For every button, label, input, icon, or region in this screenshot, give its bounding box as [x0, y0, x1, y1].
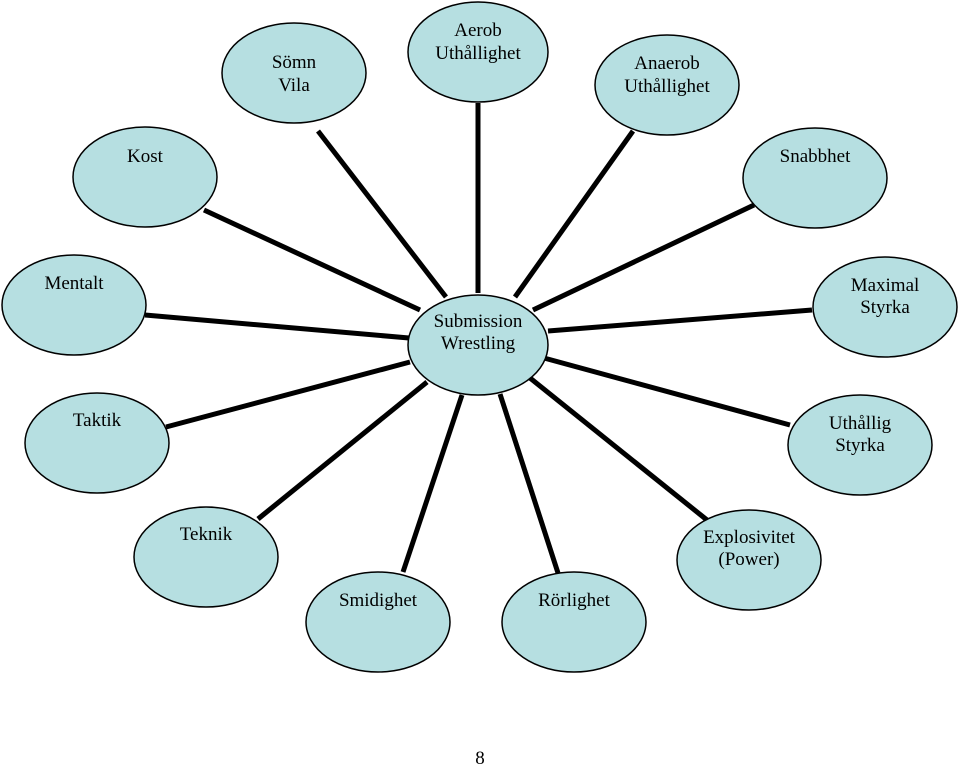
- node-explosivitet-power-shape: [676, 509, 822, 611]
- node-maximal-styrka-label: Maximal: [851, 275, 920, 296]
- node-aerob-uthallighet-label: Uthållighet: [435, 43, 521, 64]
- node-teknik: Teknik: [133, 506, 279, 608]
- node-teknik-label: Teknik: [180, 524, 233, 545]
- center-node-submission-wrestling-shape: [407, 294, 549, 396]
- node-aerob-uthallighet-label: Aerob: [454, 20, 501, 41]
- node-mentalt-label: Mentalt: [44, 273, 104, 294]
- node-uthallig-styrka-label: Uthållig: [829, 413, 892, 434]
- node-somn-vila-label: Sömn: [272, 52, 317, 73]
- connector-taktik: [165, 359, 411, 430]
- node-snabbhet: Snabbhet: [742, 127, 888, 229]
- node-rorlighet: Rörlighet: [501, 571, 647, 673]
- center-node-submission-wrestling-label: Submission: [434, 311, 523, 332]
- node-anaerob-uthallighet-label: Uthållighet: [624, 76, 710, 97]
- connector-teknik: [256, 380, 429, 521]
- node-taktik-shape: [24, 392, 170, 494]
- connector-rorlighet: [497, 393, 561, 574]
- connector-kost: [202, 207, 422, 313]
- node-explosivitet-power-label: Explosivitet: [703, 527, 796, 548]
- node-somn-vila-shape: [221, 22, 367, 124]
- connector-somn-vila: [316, 129, 448, 299]
- node-uthallig-styrka-label: Styrka: [835, 435, 885, 456]
- node-smidighet-shape: [305, 571, 451, 673]
- node-maximal-styrka-label: Styrka: [860, 297, 910, 318]
- node-smidighet-label: Smidighet: [339, 590, 418, 611]
- node-snabbhet-shape: [742, 127, 888, 229]
- node-snabbhet-label: Snabbhet: [780, 146, 851, 167]
- connector-snabbhet: [531, 202, 756, 313]
- node-kost-label: Kost: [127, 146, 164, 167]
- connector-mentalt: [144, 312, 410, 341]
- center-node-submission-wrestling-label: Wrestling: [441, 333, 516, 354]
- connector-explosivitet-power: [528, 376, 709, 522]
- node-teknik-shape: [133, 506, 279, 608]
- node-somn-vila-label: Vila: [278, 75, 310, 96]
- node-taktik-label: Taktik: [73, 410, 122, 431]
- node-rorlighet-shape: [501, 571, 647, 673]
- connector-smidighet: [400, 394, 465, 573]
- node-uthallig-styrka-shape: [787, 394, 933, 496]
- node-kost: Kost: [72, 126, 218, 228]
- page-number: 8: [475, 748, 485, 769]
- node-taktik: Taktik: [24, 392, 170, 494]
- connector-maximal-styrka: [547, 307, 813, 334]
- node-smidighet: Smidighet: [305, 571, 451, 673]
- node-anaerob-uthallighet-shape: [594, 34, 740, 136]
- node-aerob-uthallighet-shape: [407, 1, 549, 103]
- connector-anaerob-uthallighet: [512, 129, 636, 299]
- node-explosivitet-power: Explosivitet(Power): [676, 509, 822, 611]
- connectors: [144, 103, 813, 574]
- node-mentalt: Mentalt: [1, 254, 147, 356]
- connector-uthallig-styrka: [543, 355, 791, 428]
- node-rorlighet-label: Rörlighet: [538, 590, 610, 611]
- node-kost-shape: [72, 126, 218, 228]
- node-maximal-styrka-shape: [812, 256, 958, 358]
- node-mentalt-shape: [1, 254, 147, 356]
- node-explosivitet-power-label: (Power): [718, 549, 779, 570]
- node-anaerob-uthallighet-label: Anaerob: [634, 53, 699, 74]
